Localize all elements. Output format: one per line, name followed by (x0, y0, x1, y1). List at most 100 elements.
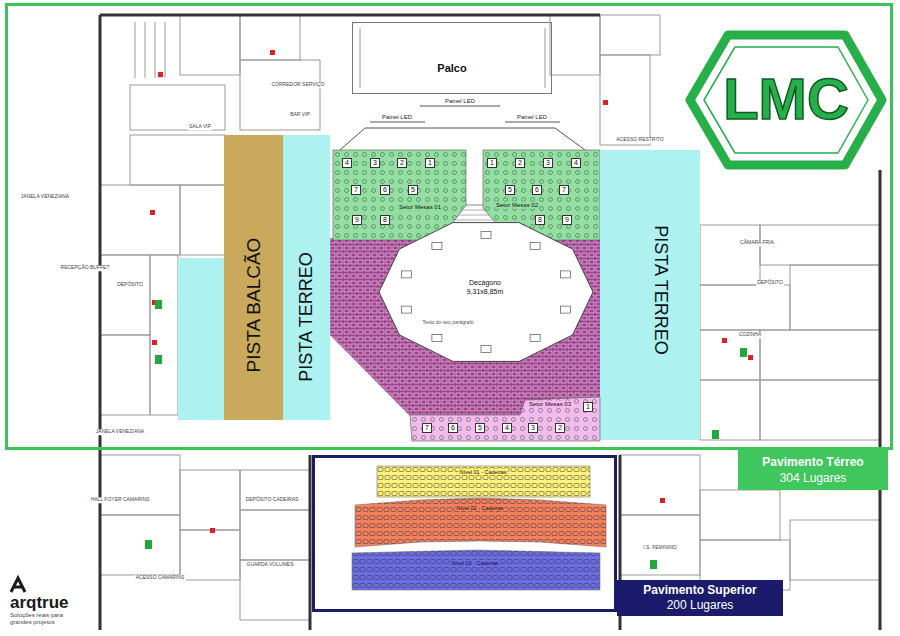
seat-pattern (410, 397, 600, 441)
area-shape (377, 466, 590, 497)
room-label: BAR VIP (289, 112, 311, 118)
table-number: 2 (397, 158, 407, 168)
room-label: COZINHA (738, 332, 763, 338)
stage: Palco (352, 22, 552, 94)
seat-pattern (355, 498, 606, 547)
room-label: DEPÓSITO (116, 282, 144, 288)
seat-level: Nível 01 - Cadeiras (377, 466, 590, 497)
table-number: 5 (505, 185, 515, 195)
seat-pattern (377, 466, 590, 497)
table-number: 3 (543, 158, 553, 168)
node-text: Pavimento Térreo (762, 456, 863, 469)
table-symbol (481, 232, 491, 239)
table-number: 1 (487, 158, 497, 168)
decagon-shape (379, 223, 593, 362)
table-symbol (432, 335, 442, 342)
node-text: Palco (437, 62, 466, 74)
node-text: LMC (723, 67, 849, 131)
logo: LMC (690, 32, 882, 167)
panel-label: Painel LED (444, 98, 476, 105)
room-label: DEPÓSITO (756, 280, 784, 286)
table-number: 2 (515, 158, 525, 168)
room-label: CÂMARA FRIA (739, 240, 775, 246)
seat-level: Nível 03 - Cadeiras (352, 550, 600, 590)
dance-floor: PISTA TERREO (283, 135, 330, 420)
table-symbol (560, 271, 570, 278)
table-number: 4 (502, 423, 512, 433)
area-shape (704, 47, 868, 153)
node-text: PISTA TERREO (650, 225, 670, 354)
table-number: 5 (475, 423, 485, 433)
node-text: Decágono (469, 279, 501, 287)
table-number: 6 (380, 185, 390, 195)
node-text: Nível 02 - Cadeiras (455, 505, 504, 511)
node-text: Setor Mesas 02 (495, 202, 539, 209)
table-number: 6 (448, 423, 458, 433)
seat-level: Nível 02 - Cadeiras (355, 498, 606, 548)
area-shape (410, 397, 600, 441)
area-shape (355, 498, 606, 547)
label-box: Pavimento Térreo 304 Lugares (738, 450, 888, 490)
node-text: Nível 03 - Cadeiras (450, 560, 499, 566)
table-number: 3 (370, 158, 380, 168)
table-symbol (402, 306, 412, 313)
floor-region: Pavimento Térreo304 LugaresLMCPISTA BALC… (5, 3, 893, 450)
node-text: PISTA TERREO (297, 252, 317, 381)
table-number: 2 (555, 423, 565, 433)
table-sector: Setor Mesas 03 (410, 397, 600, 441)
table-number: 7 (422, 423, 432, 433)
node-text: Texto do seu parágrafo (422, 320, 473, 326)
table-symbol (530, 242, 540, 249)
seat-pattern (352, 550, 600, 590)
node-text: PISTA BALCÃO (243, 238, 264, 373)
room-label: RECEPÇÃO BUFFET (60, 265, 111, 271)
table-number: 7 (559, 185, 569, 195)
room-label: HALL FOYER CAMARINS (90, 497, 151, 503)
table-number: 9 (352, 215, 362, 225)
node-text: Pavimento Superior (643, 584, 756, 597)
table-symbol (481, 345, 491, 352)
room-label: CORREDOR SERVIÇO (271, 82, 326, 88)
floor-region: Pavimento Superior200 LugaresNível 01 - … (312, 455, 617, 612)
table-number: 1 (583, 402, 593, 412)
node-text: Setor Mesas 03 (528, 401, 572, 408)
panel-label: Painel LED (516, 114, 548, 121)
area-shape (352, 550, 600, 590)
decagon-area: Decágono9,31x8,85mTexto do seu parágrafo (378, 222, 594, 362)
node-text: Nível 01 - Cadeiras (458, 469, 507, 475)
table-number: 7 (351, 185, 361, 195)
table-number: 8 (535, 215, 545, 225)
table-symbol (560, 306, 570, 313)
room-label: I.S. FEMININO (642, 545, 677, 551)
node-text: 304 Lugares (780, 472, 847, 485)
table-number: 9 (562, 215, 572, 225)
table-number: 4 (342, 158, 352, 168)
table-symbol (530, 335, 540, 342)
brand-name: arqtrue (10, 594, 69, 613)
panel-label: Painel LED (381, 114, 413, 121)
table-number: 1 (425, 158, 435, 168)
room-label: SALA VIP (188, 124, 212, 130)
room-label: GUARDA VOLUMES (246, 562, 295, 568)
dance-floor: PISTA BALCÃO (224, 135, 283, 420)
room-label: ACESSO RESTRITO (615, 137, 664, 143)
table-number: 8 (380, 215, 390, 225)
table-number: 3 (528, 423, 538, 433)
table-symbol (432, 242, 442, 249)
node-text: Setor Mesas 01 (398, 204, 442, 211)
node-text: 9,31x8,85m (467, 288, 504, 296)
brand-tagline: Soluções reais para grandes projetos (10, 612, 85, 625)
table-number: 4 (571, 158, 581, 168)
table-number: 5 (408, 185, 418, 195)
area-shape (690, 35, 882, 165)
room-label: JANELA VENEZIANA (20, 194, 70, 200)
room-label: JANELA VENEZIANA (95, 429, 145, 435)
table-number: 6 (532, 185, 542, 195)
shape-outline (352, 550, 600, 590)
table-symbol (402, 271, 412, 278)
node-text: 200 Lugares (667, 599, 734, 612)
room-label: DEPÓSITO CADEIRAS (245, 497, 300, 503)
room-label: ACESSO CAMARINS (135, 575, 186, 581)
dance-floor: PISTA TERREO (600, 150, 700, 440)
label-box: Pavimento Superior 200 Lugares (617, 580, 783, 616)
